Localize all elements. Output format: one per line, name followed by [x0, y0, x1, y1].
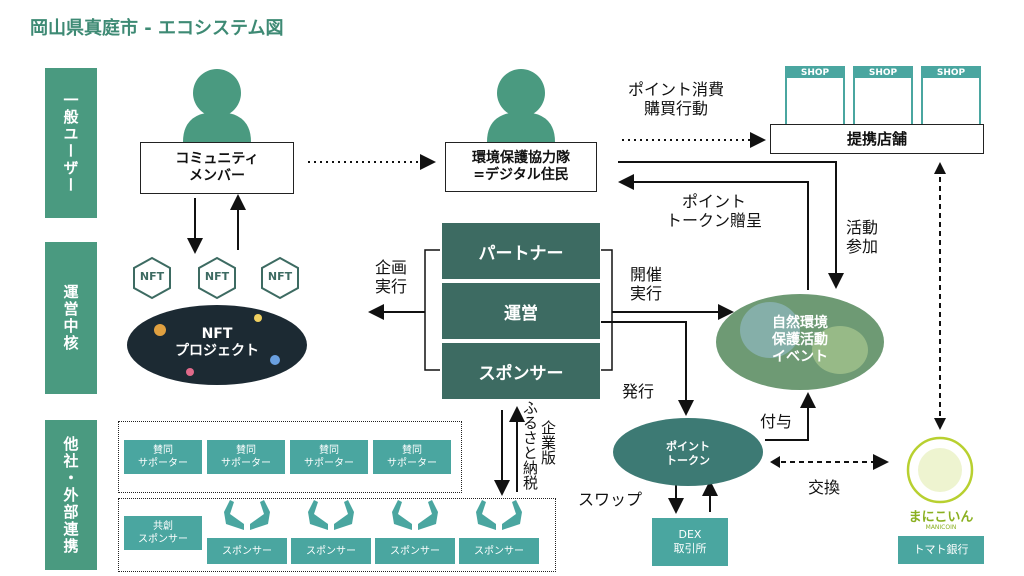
furusato-label: ふるさと納税 — [521, 400, 539, 490]
grant-label: 付与 — [760, 412, 793, 431]
side-label-general-users: 一般ユーザー — [45, 68, 97, 218]
exchange-label: 交換 — [808, 478, 841, 497]
arrow-point-gift — [618, 174, 809, 290]
side-label-core-operations: 運営中核 — [45, 242, 97, 394]
supporter-group — [118, 421, 462, 493]
nft-icon-3 — [261, 256, 299, 300]
sponsor-box-2: スポンサー — [291, 538, 371, 564]
point-token-label: ポイント トークン — [666, 440, 710, 468]
sponsor-box-4: スポンサー — [459, 538, 539, 564]
swap-label: スワップ — [578, 490, 643, 509]
supporter-box-2: 賛同 サポーター — [207, 440, 285, 474]
point-consume-label: ポイント消費 購買行動 — [628, 80, 725, 119]
nft-project-image — [127, 305, 307, 385]
supporter-box-4: 賛同 サポーター — [373, 440, 451, 474]
nft-icon-1 — [133, 256, 171, 300]
tomato-bank-box: トマト銀行 — [898, 536, 984, 564]
shop-icon-2: SHOP — [853, 66, 913, 126]
arrow-grant — [765, 392, 816, 441]
corp-version-label: 企業版 — [539, 420, 557, 465]
core-sponsor-box: スポンサー — [441, 342, 601, 400]
core-bracket-right — [600, 249, 613, 371]
supporter-box-3: 賛同 サポーター — [290, 440, 368, 474]
core-operation-box: 運営 — [441, 282, 601, 340]
manicoin-sub-label: MANICOIN — [925, 524, 957, 531]
activity-join-label: 活動 参加 — [846, 218, 879, 257]
hands-icon-3 — [392, 500, 438, 530]
community-member-box: コミュニティ メンバー — [140, 142, 294, 194]
page-title: 岡山県真庭市 - エコシステム図 — [30, 18, 284, 39]
shop-icon-1: SHOP — [785, 66, 845, 126]
dex-box: DEX 取引所 — [652, 518, 728, 566]
nature-event-label: 自然環境 保護活動 イベント — [772, 315, 828, 365]
core-partner-box: パートナー — [441, 222, 601, 280]
side-label-external-partners: 他社・外部連携 — [45, 420, 97, 570]
issue-label: 発行 — [622, 382, 655, 401]
hands-icon-4 — [476, 500, 522, 530]
manicoin-label: まにこいん — [908, 510, 974, 525]
arrow-issue — [600, 321, 694, 416]
nft-icon-label-1: NFT — [139, 270, 165, 283]
hands-icon-2 — [308, 500, 354, 530]
co-sponsor-box: 共創 スポンサー — [124, 516, 202, 550]
point-token-bubble — [613, 418, 763, 486]
nft-icon-2 — [198, 256, 236, 300]
partner-store-box: 提携店舗 — [770, 124, 984, 154]
sponsor-box-1: スポンサー — [207, 538, 287, 564]
point-gift-label: ポイント トークン贈呈 — [666, 192, 763, 231]
nft-project-label: NFT プロジェクト — [175, 326, 259, 359]
manicoin-logo — [906, 436, 974, 504]
supporter-box-1: 賛同 サポーター — [124, 440, 202, 474]
shop-icon-3: SHOP — [921, 66, 981, 126]
digital-resident-box: 環境保護協力隊 =デジタル住民 — [445, 142, 597, 192]
nft-icon-label-2: NFT — [204, 270, 230, 283]
plan-execute-label: 企画 実行 — [375, 258, 408, 297]
sponsor-group — [118, 498, 556, 572]
nft-icon-label-3: NFT — [267, 270, 293, 283]
sponsor-box-3: スポンサー — [375, 538, 455, 564]
arrow-activity-join — [618, 161, 844, 289]
person-icon-community — [183, 69, 251, 142]
host-execute-label: 開催 実行 — [630, 265, 663, 304]
core-bracket-left — [424, 249, 440, 371]
person-icon-resident — [487, 69, 555, 142]
hands-icon-1 — [224, 500, 270, 530]
